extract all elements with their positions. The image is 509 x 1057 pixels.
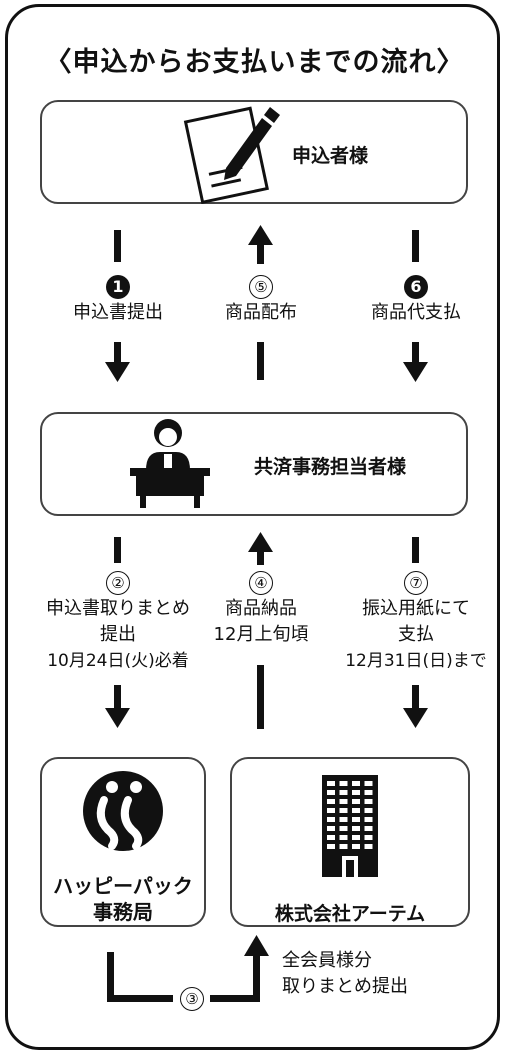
flow6-label-group: 6 商品代支払 <box>340 274 492 326</box>
flow1-label-group: 1 申込書提出 <box>42 274 194 326</box>
flow3-line2: 取りまとめ提出 <box>282 976 408 997</box>
flow4-number: ④ <box>249 571 273 595</box>
flow2-line1: 申込書取りまとめ <box>46 598 190 619</box>
flow2-line2: 提出 <box>100 624 136 645</box>
flow2-line3: 10月24日(火)必着 <box>47 651 189 671</box>
flow3-number-wrap: ③ <box>176 986 208 1012</box>
flow4-line2: 12月上旬頃 <box>213 624 309 645</box>
happy-pack-label-1: ハッピーパック <box>53 874 193 898</box>
flow7-line2: 支払 <box>398 624 434 645</box>
flow2-number: ② <box>106 571 130 595</box>
flow7-number: ⑦ <box>404 571 428 595</box>
diagram-frame <box>5 4 500 1050</box>
manager-label: 共済事務担当者様 <box>254 456 407 478</box>
flow3-number: ③ <box>180 987 204 1011</box>
flow6-number: 6 <box>404 275 428 299</box>
flow5-label-group: ⑤ 商品配布 <box>185 274 337 326</box>
flow3-line1: 全会員様分 <box>282 950 372 971</box>
flow5-number: ⑤ <box>249 275 273 299</box>
flow1-label: 申込書提出 <box>73 302 163 323</box>
flow3-label-group: 全会員様分 取りまとめ提出 <box>282 948 408 1000</box>
artem-label: 株式会社アーテム <box>274 903 426 925</box>
applicant-label: 申込者様 <box>292 145 369 167</box>
flow7-label-group: ⑦ 振込用紙にて 支払 12月31日(日)まで <box>318 570 509 674</box>
flow5-label: 商品配布 <box>225 302 297 323</box>
manager-box <box>40 412 468 516</box>
flow4-line1: 商品納品 <box>225 598 297 619</box>
applicant-box <box>40 100 468 204</box>
flow2-label-group: ② 申込書取りまとめ 提出 10月24日(火)必着 <box>20 570 216 674</box>
flow4-label-group: ④ 商品納品 12月上旬頃 <box>195 570 327 648</box>
flow6-label: 商品代支払 <box>371 302 461 323</box>
flow7-line3: 12月31日(日)まで <box>345 651 487 671</box>
happy-pack-label-2: 事務局 <box>93 900 153 924</box>
flow7-line1: 振込用紙にて <box>362 598 470 619</box>
diagram-title: 〈申込からお支払いまでの流れ〉 <box>44 47 465 78</box>
flow1-number: 1 <box>106 275 130 299</box>
